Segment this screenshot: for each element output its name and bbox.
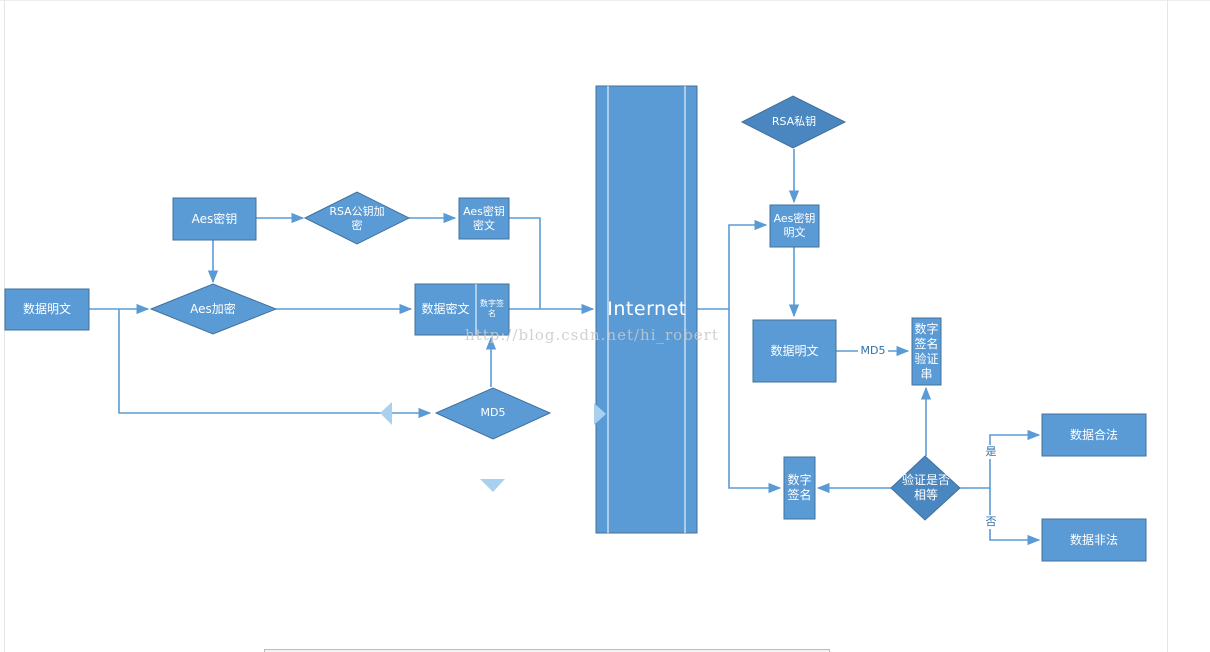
- handle-right-icon: [594, 403, 606, 425]
- diamond-md5-left: [434, 387, 552, 440]
- edge-verify-to-illegal: [989, 488, 1041, 546]
- box-data-cipher: [414, 283, 510, 336]
- box-data-plain-left: [4, 288, 90, 331]
- edge-internet-to-keyplain: [697, 219, 768, 310]
- box-data-legal: [1041, 413, 1147, 457]
- diamond-rsa-pub-encrypt: [303, 191, 411, 245]
- watermark-text: http://blog.csdn.net/hi_robert: [465, 326, 719, 344]
- box-aes-key-plain: [769, 204, 820, 248]
- selection-handles: [380, 402, 606, 492]
- horizontal-scrollbar[interactable]: [264, 649, 830, 652]
- connectors-left: [89, 212, 595, 419]
- edge-verify-to-legal: [960, 429, 1041, 489]
- box-sig-verify-string: [911, 317, 942, 386]
- handle-left-icon: [380, 402, 392, 425]
- connectors-right: [697, 149, 1041, 546]
- edge-keycipher-to-internet: [509, 217, 541, 309]
- box-data-plain-right: [752, 319, 837, 383]
- edge-plain-to-md5: [118, 309, 432, 419]
- diamond-shapes: [149, 95, 961, 521]
- edge-internet-to-signature: [728, 309, 782, 494]
- box-digital-sig-right: [783, 456, 816, 520]
- box-internet: [595, 85, 698, 534]
- box-data-illegal: [1041, 518, 1147, 562]
- box-shapes: [4, 85, 1147, 562]
- diamond-aes-encrypt: [149, 283, 278, 335]
- diamond-verify: [890, 455, 961, 521]
- diamond-rsa-private: [740, 95, 847, 149]
- box-aes-key: [172, 197, 257, 241]
- page-top-border: [0, 0, 1210, 1]
- handle-down-icon: [480, 479, 505, 492]
- page-right-border: [1167, 0, 1168, 652]
- box-aes-key-cipher: [458, 197, 510, 240]
